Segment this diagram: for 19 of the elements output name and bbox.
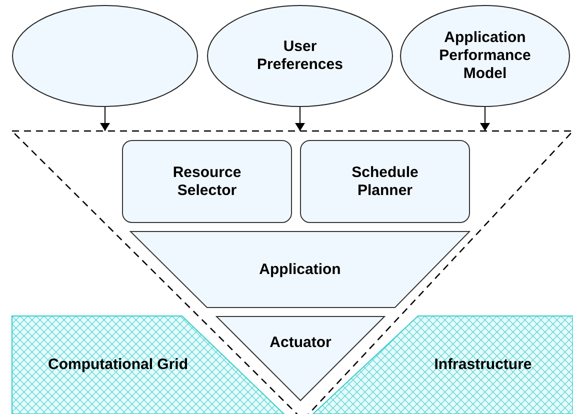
node-label: Computational Grid [48, 356, 188, 374]
arrow [295, 106, 305, 132]
process-box [122, 140, 292, 223]
node-label: Application Performance Model [438, 29, 532, 83]
arrow [100, 106, 110, 132]
node-label: Resource Selector [172, 164, 242, 200]
arrow [480, 106, 490, 132]
node-label: Actuator [270, 334, 332, 352]
triangle-block [216, 316, 385, 401]
node-label: Infrastructure [434, 356, 532, 374]
input-ellipse [12, 5, 198, 107]
trapezoid-block [130, 231, 470, 308]
dashed-triangle-region [12, 131, 573, 414]
node-label: Schedule Planner [350, 164, 420, 200]
input-ellipse [400, 5, 570, 107]
process-box [300, 140, 470, 223]
node-label: Application [259, 260, 341, 278]
node-label: User Preferences [256, 38, 344, 74]
input-ellipse [207, 5, 393, 107]
